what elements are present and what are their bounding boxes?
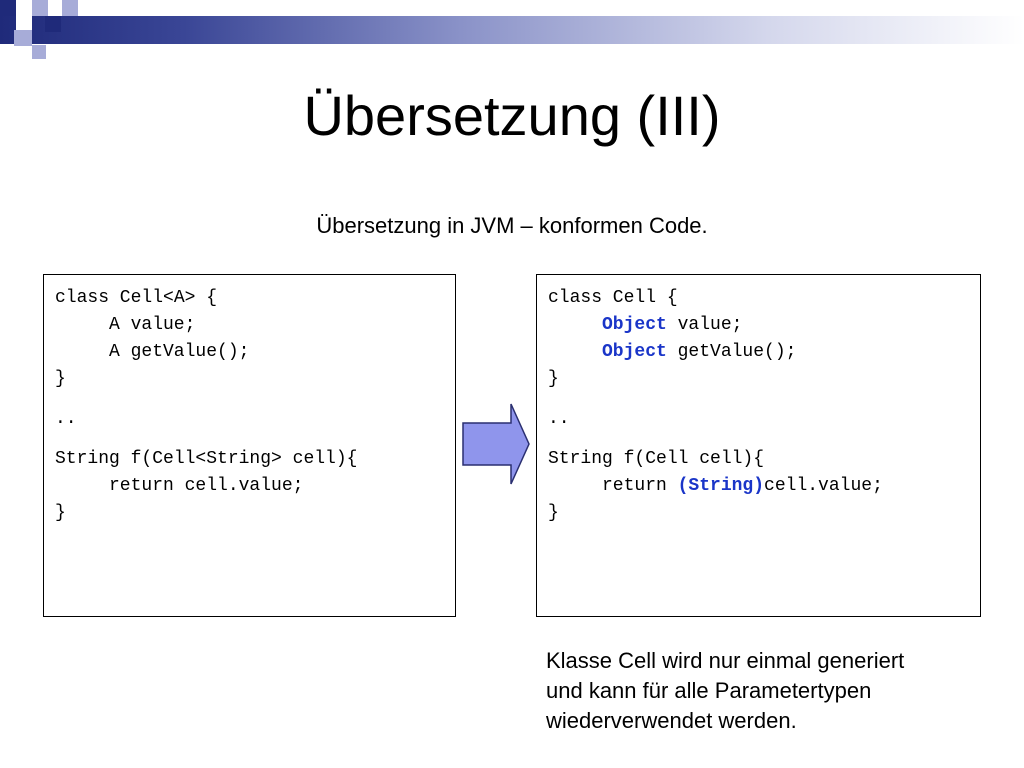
code-line: .. bbox=[55, 409, 77, 429]
code-line: Object value; bbox=[602, 315, 743, 335]
decor-square-5 bbox=[45, 16, 61, 32]
header-gradient-band bbox=[0, 16, 1024, 44]
string-cast-keyword: (String) bbox=[677, 476, 765, 496]
decor-square-3 bbox=[62, 0, 78, 16]
code-line: } bbox=[55, 503, 66, 523]
code-line: Object getValue(); bbox=[602, 342, 797, 362]
code-line: A value; bbox=[109, 315, 196, 335]
decor-square-4 bbox=[16, 16, 32, 32]
code-line: } bbox=[55, 369, 66, 389]
explanation-note: Klasse Cell wird nur einmal generiert un… bbox=[546, 646, 986, 736]
object-keyword: Object bbox=[602, 342, 667, 362]
code-line: class Cell { bbox=[548, 288, 678, 308]
code-line: return cell.value; bbox=[109, 476, 304, 496]
code-line: class Cell<A> { bbox=[55, 288, 218, 308]
code-line: .. bbox=[548, 409, 570, 429]
code-line: String f(Cell<String> cell){ bbox=[55, 449, 358, 469]
decor-square-1 bbox=[0, 0, 16, 16]
right-arrow-icon bbox=[462, 403, 530, 485]
translated-code-box: class Cell { Object value; Object getVal… bbox=[536, 274, 981, 617]
decor-square-6 bbox=[14, 30, 32, 46]
code-line: } bbox=[548, 503, 559, 523]
object-keyword: Object bbox=[602, 315, 667, 335]
generic-code-box: class Cell<A> { A value; A getValue(); }… bbox=[43, 274, 456, 617]
code-line: return (String)cell.value; bbox=[602, 476, 883, 496]
code-line: } bbox=[548, 369, 559, 389]
code-line: String f(Cell cell){ bbox=[548, 449, 765, 469]
note-line: wiederverwendet werden. bbox=[546, 708, 797, 733]
decor-square-7 bbox=[32, 45, 46, 59]
decor-square-2 bbox=[32, 0, 48, 16]
note-line: Klasse Cell wird nur einmal generiert bbox=[546, 648, 905, 673]
note-line: und kann für alle Parametertypen bbox=[546, 678, 872, 703]
slide-title: Übersetzung (III) bbox=[303, 84, 721, 147]
code-line: A getValue(); bbox=[109, 342, 250, 362]
slide-subtitle: Übersetzung in JVM – konformen Code. bbox=[316, 213, 708, 238]
